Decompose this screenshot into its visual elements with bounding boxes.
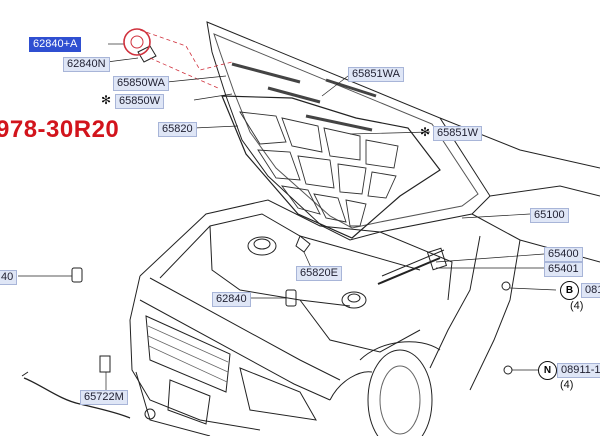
part-65851wa-label[interactable]: 65851WA (348, 67, 404, 82)
part-62840-label[interactable]: 62840 (212, 292, 251, 307)
part-65722m-label[interactable]: 65722M (80, 390, 128, 405)
part-62840-plus-a-label[interactable]: 62840+A (29, 37, 82, 52)
part-65100-label[interactable]: 65100 (530, 208, 569, 223)
asterisk-icon: ✻ (101, 93, 112, 107)
part-65851w-label[interactable]: 65851W (433, 126, 482, 141)
part-65850w-label[interactable]: 65850W (115, 94, 164, 109)
part-65820e-label[interactable]: 65820E (296, 266, 342, 281)
part-62840n-label[interactable]: 62840N (63, 57, 110, 72)
part-65820-label[interactable]: 65820 (158, 122, 197, 137)
callout-n-icon: N (538, 361, 557, 380)
quantity-b: (4) (570, 300, 584, 312)
callout-b-icon: B (560, 281, 579, 300)
part-65401-label[interactable]: 65401 (544, 262, 583, 277)
part-08911-label[interactable]: 08911-1 (557, 363, 600, 378)
part-65850wa-label[interactable]: 65850WA (113, 76, 169, 91)
part-081-label[interactable]: 081 (581, 283, 600, 298)
part-40-label[interactable]: 40 (0, 270, 18, 285)
reference-code: 978-30R20 (0, 116, 120, 143)
asterisk-icon: ✻ (420, 125, 431, 139)
part-65400-label[interactable]: 65400 (544, 247, 583, 262)
quantity-n: (4) (560, 379, 574, 391)
